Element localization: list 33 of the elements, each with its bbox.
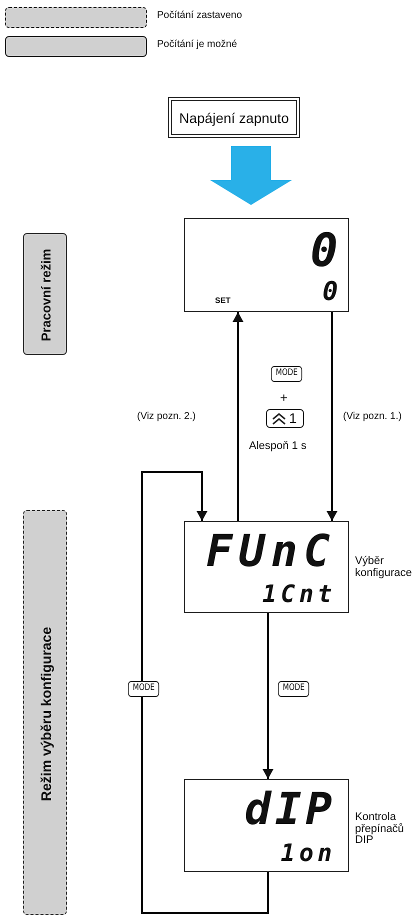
lcd-display xyxy=(184,521,349,613)
segment-digits: dIP xyxy=(244,788,336,832)
key-label: MODE xyxy=(270,366,303,382)
mode-description: Kontrola přepínačů DIP xyxy=(355,812,405,847)
segment-digits: FUnC xyxy=(206,530,336,574)
mode-title: Režim výběru konfigurace xyxy=(39,625,53,803)
indicator-text: SET xyxy=(215,297,231,305)
plus-sign: + xyxy=(280,390,288,405)
segment-digits: 0 xyxy=(322,279,338,305)
loop-arrow xyxy=(141,471,269,914)
edge-label: (Viz pozn. 1.) xyxy=(343,411,402,422)
lcd-display xyxy=(184,779,349,872)
legend-text: Počítání je možné xyxy=(157,39,238,50)
mode-title: Pracovní režim xyxy=(40,248,52,344)
flow-arrow xyxy=(210,146,292,205)
lcd-display xyxy=(184,218,349,312)
key-label: MODE xyxy=(128,681,160,697)
segment-digits: 0 xyxy=(310,227,338,273)
edge-label: (Viz pozn. 2.) xyxy=(137,411,196,422)
key-label: MODE xyxy=(278,681,310,697)
mode-band xyxy=(23,510,67,915)
start-text: Napájení zapnuto xyxy=(179,110,289,126)
legend-text: Počítání zastaveno xyxy=(157,10,242,21)
mode-band xyxy=(23,233,67,355)
arrow xyxy=(326,312,338,521)
key-text: 1 xyxy=(289,411,297,425)
segment-digits: 1on xyxy=(280,841,336,865)
segment-digits: 1Cnt xyxy=(262,582,336,606)
arrow xyxy=(232,312,244,521)
hold-time-note: Alespoň 1 s xyxy=(249,440,306,452)
start-box xyxy=(168,97,300,138)
mode-description: Výběr konfigurace xyxy=(355,556,413,580)
arrow xyxy=(262,613,274,779)
